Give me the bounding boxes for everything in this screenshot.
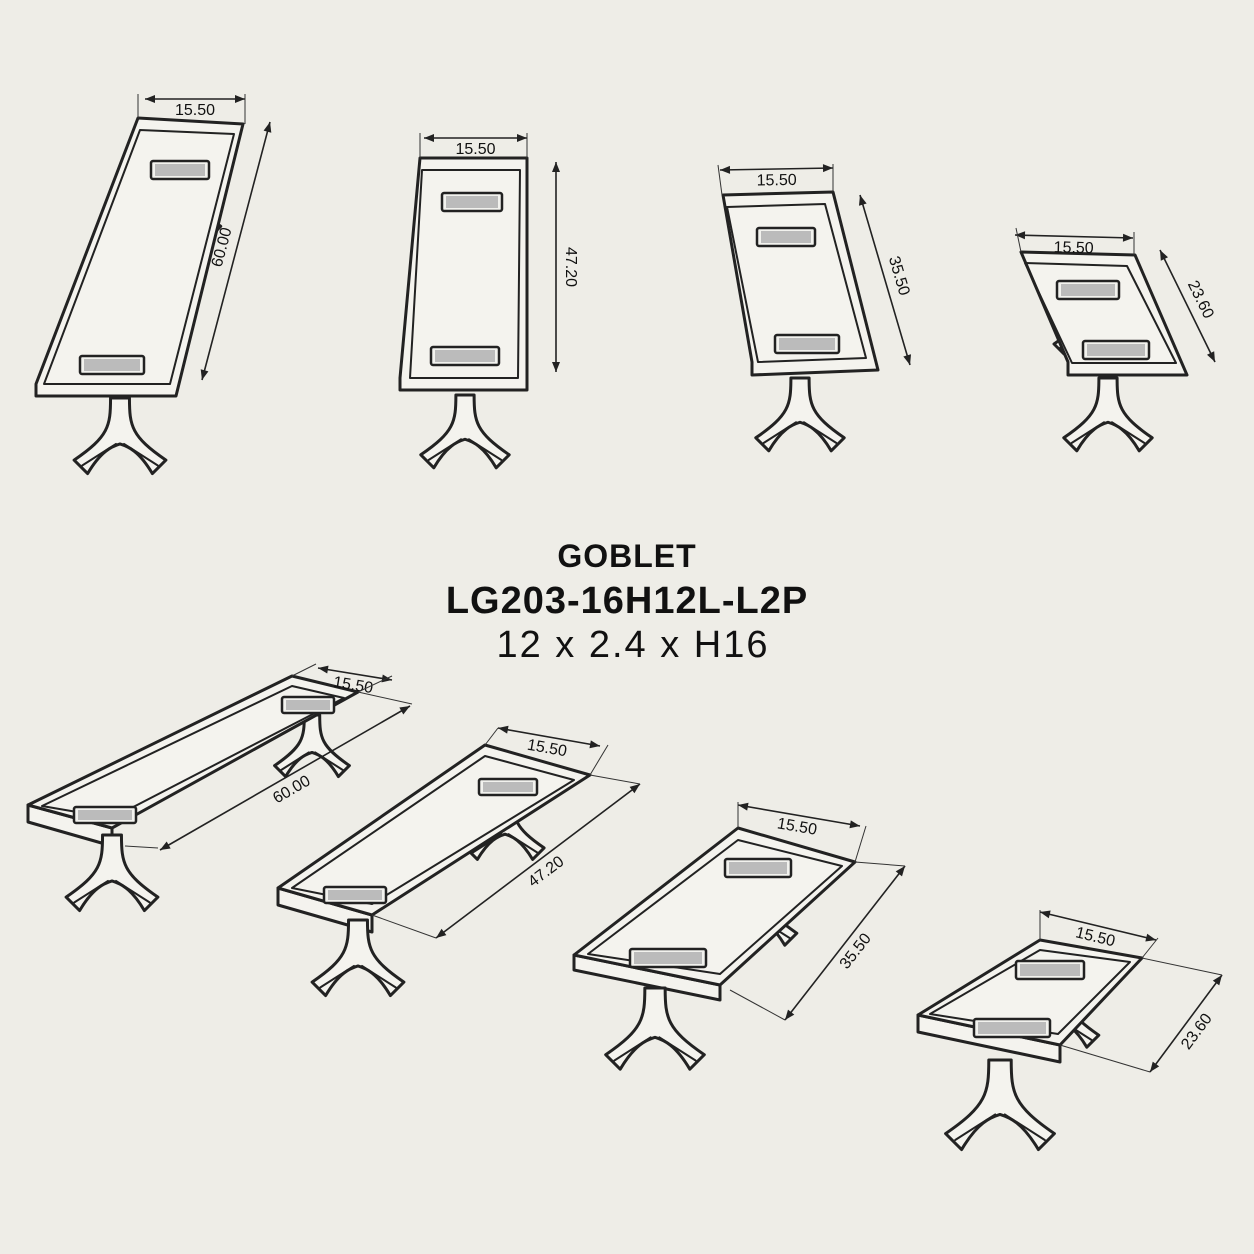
- front-leg: [64, 833, 160, 913]
- width-dimension-iso-47-label: 15.50: [526, 737, 568, 761]
- tabletop-inner: [726, 203, 867, 363]
- width-dimension-top-47-label: 15.50: [455, 141, 495, 158]
- table-view-top-23: [1019, 250, 1189, 453]
- tabletop-frame: [398, 156, 529, 392]
- length-dimension-iso-35-label: 35.50: [837, 930, 875, 972]
- table-view-iso-23: [916, 938, 1144, 1152]
- length-dimension-iso-23-label: 23.60: [1178, 1010, 1216, 1052]
- length-dimension-top-47-label: 47.20: [562, 247, 579, 287]
- tabletop-frame: [572, 826, 857, 987]
- table-view-top-35: [721, 190, 880, 453]
- front-leg: [72, 396, 168, 476]
- width-dimension-top-60: 15.50: [145, 95, 245, 119]
- width-dimension-iso-35: 15.50: [737, 802, 861, 839]
- table-view-top-47: [398, 156, 529, 470]
- front-leg: [754, 376, 846, 453]
- width-dimension-top-47: 15.50: [424, 134, 527, 158]
- front-leg: [944, 1058, 1056, 1152]
- product-name: GOBLET: [557, 538, 697, 574]
- table-view-iso-35: [572, 826, 857, 1071]
- tabletop-inner: [1024, 262, 1177, 364]
- width-dimension-top-60-label: 15.50: [175, 102, 215, 119]
- width-dimension-iso-60: 15.50: [317, 665, 393, 697]
- width-dimension-top-23: 15.50: [1014, 231, 1134, 257]
- width-dimension-iso-35-label: 15.50: [776, 815, 818, 839]
- width-dimension-top-23-label: 15.50: [1053, 239, 1094, 257]
- width-dimension-iso-47: 15.50: [497, 725, 601, 761]
- width-dimension-top-35: 15.50: [719, 164, 834, 190]
- product-size: 12 x 2.4 x H16: [496, 624, 770, 666]
- width-dimension-top-35-label: 15.50: [757, 172, 797, 190]
- length-dimension-iso-60-label: 60.00: [270, 772, 313, 807]
- front-leg: [604, 986, 706, 1071]
- tabletop-inner: [409, 169, 521, 379]
- model-number: LG203-16H12L-L2P: [445, 580, 809, 622]
- length-dimension-top-47: 47.20: [552, 162, 579, 372]
- tabletop-frame: [34, 116, 245, 398]
- length-dimension-top-23-label: 23.60: [1184, 278, 1217, 322]
- front-leg: [1062, 376, 1154, 453]
- width-dimension-iso-60-label: 15.50: [332, 674, 374, 697]
- table-view-top-60: [34, 116, 245, 476]
- length-dimension-iso-23: 23.60: [1149, 974, 1223, 1073]
- front-leg: [419, 393, 511, 470]
- front-leg: [310, 918, 406, 998]
- tabletop-inner: [43, 129, 235, 385]
